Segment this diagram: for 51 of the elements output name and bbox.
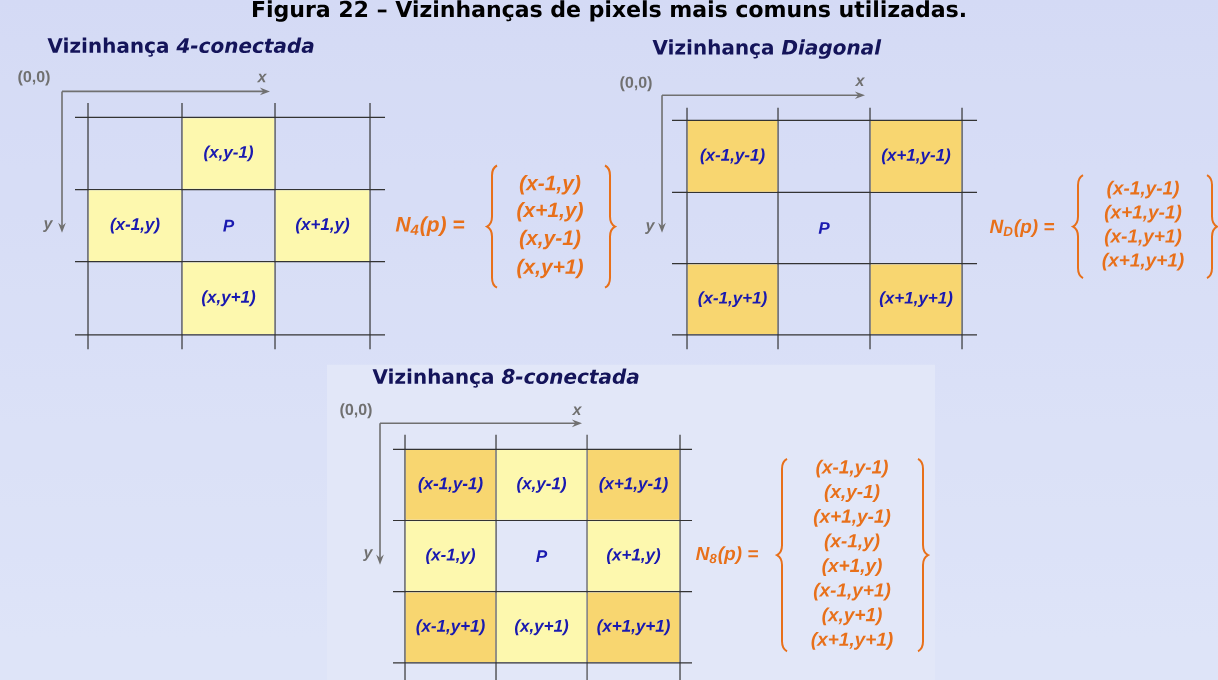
axis-label: y [362,549,374,561]
pixel-cell: (x+1,y) [587,521,680,591]
set-element: (x-1,y-1) [816,459,888,478]
axis-label: y [42,220,54,232]
set-element: (x+1,y+1) [1102,252,1184,271]
set-notation: N$_{4}$(p) = [395,216,465,236]
origin-label: (0,0) [620,76,652,92]
pixel-cell: (x-1,y) [405,521,496,591]
pixel-cell: (x-1,y+1) [687,264,778,334]
pixel-cell: (x,y+1) [182,262,275,334]
panel-heading: Vizinhança 4-conectada [47,37,314,57]
set-notation: N$_{8}$(p) = [696,546,758,564]
pixel-cell: (x,y-1) [182,118,275,189]
pixel-cell: (x-1,y) [88,190,182,261]
pixel-cell: (x-1,y-1) [405,450,496,520]
axis-label: y [644,222,656,234]
set-element: (x-1,y+1) [813,582,891,601]
axis-label: x [854,77,865,86]
pixel-cell: (x+1,y+1) [870,264,962,334]
pixel-cell: (x+1,y-1) [587,450,680,520]
origin-label: (0,0) [18,70,50,86]
panel-heading: Vizinhança Diagonal [652,39,882,59]
set-element: (x+1,y-1) [813,508,891,527]
set-element: (x,y-1) [824,484,880,502]
set-element: (x+1,y) [822,558,882,576]
pixel-cell: (x+1,y+1) [587,592,680,663]
set-element: (x,y-1) [519,229,581,250]
set-element: (x,y+1) [517,258,583,279]
pixel-cell: (x-1,y+1) [405,592,496,663]
origin-label: (0,0) [340,403,372,419]
center-pixel-cell: P [223,219,235,232]
pixel-cell: (x,y+1) [496,592,587,663]
panel-heading: Vizinhança 8-conectada [372,368,639,388]
axis-label: x [256,73,267,83]
set-element: (x+1,y+1) [811,632,893,650]
pixel-cell: (x+1,y-1) [870,121,962,192]
figure-title: Figura 22 – Vizinhanças de pixels mais comuns utilizadas. [253,0,965,22]
set-element: (x-1,y) [824,533,880,552]
set-element: (x-1,y) [519,174,581,195]
set-element: (x-1,y-1) [1107,180,1179,199]
center-pixel-cell: P [536,550,548,562]
pixel-cell: (x,y-1) [496,450,587,520]
pixel-cell: (x-1,y-1) [687,121,778,192]
center-pixel-cell: P [818,222,830,234]
axis-label: x [571,406,582,416]
set-element: (x,y+1) [822,607,882,626]
pixel-cell: (x+1,y) [275,190,370,261]
set-element: (x+1,y-1) [1104,204,1182,223]
set-notation: N$_{D}$(p) = [989,219,1055,237]
set-element: (x+1,y) [517,201,583,222]
set-element: (x-1,y+1) [1104,228,1182,247]
